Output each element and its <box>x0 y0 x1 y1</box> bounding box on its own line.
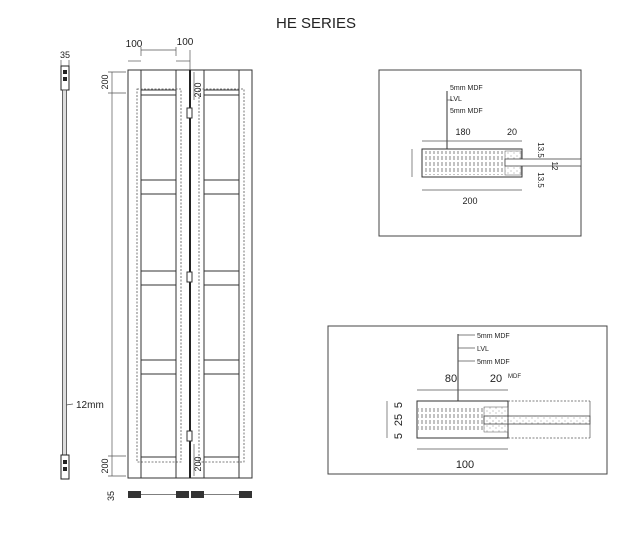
stile-width-right-dim: 100 <box>177 37 194 48</box>
center-bottom-dim: 200 <box>193 456 203 471</box>
side-view: 35 12mm <box>60 50 104 480</box>
side-thickness-dim: 35 <box>60 50 70 60</box>
edge-width-dim: 20 <box>490 373 502 385</box>
mdf-bottom-label: 5mm MDF <box>450 108 483 115</box>
mdf-top-label: 5mm MDF <box>477 333 510 340</box>
edge-material-label: MDF <box>508 374 521 380</box>
hinge-icon <box>186 271 193 283</box>
center-top-dim: 200 <box>193 82 203 97</box>
mdf-bottom-label: 5mm MDF <box>477 359 510 366</box>
bottom-thickness-dim: 13.5 <box>536 172 545 188</box>
side-panel-dim: 12mm <box>76 400 104 411</box>
plan-section <box>128 491 252 498</box>
top-thickness-dim: 13.5 <box>536 142 545 158</box>
core-width-dim: 80 <box>445 373 457 385</box>
panel-thickness-dim: 12 <box>550 162 559 171</box>
top-thickness-dim: 5 <box>393 402 405 408</box>
bottom-thickness-dim: 5 <box>393 433 405 439</box>
middle-thickness-dim: 25 <box>393 414 405 426</box>
bottom-rail-dim: 200 <box>100 458 110 473</box>
stile-section-detail: 5mm MDF LVL 5mm MDF 180 20 200 13.5 12 1… <box>378 69 582 237</box>
stile-width-left-dim: 100 <box>126 39 143 50</box>
total-width-dim: 200 <box>462 196 477 206</box>
total-width-dim: 100 <box>456 459 474 471</box>
lvl-label: LVL <box>450 96 462 103</box>
edge-width-dim: 20 <box>507 127 517 137</box>
top-rail-dim: 200 <box>100 74 110 89</box>
hinge-icon <box>186 107 193 119</box>
plan-thickness-dim: 35 <box>106 491 116 501</box>
hinge-icon <box>186 430 193 442</box>
door-elevation: 200 200 100 100 200 200 35 <box>100 37 253 501</box>
core-width-dim: 180 <box>455 127 470 137</box>
rail-section-detail: 5mm MDF LVL 5mm MDF 80 20 MDF 5 25 5 100 <box>327 325 608 475</box>
mdf-top-label: 5mm MDF <box>450 85 483 92</box>
lvl-label: LVL <box>477 346 489 353</box>
drawing-title: HE SERIES <box>276 15 356 32</box>
